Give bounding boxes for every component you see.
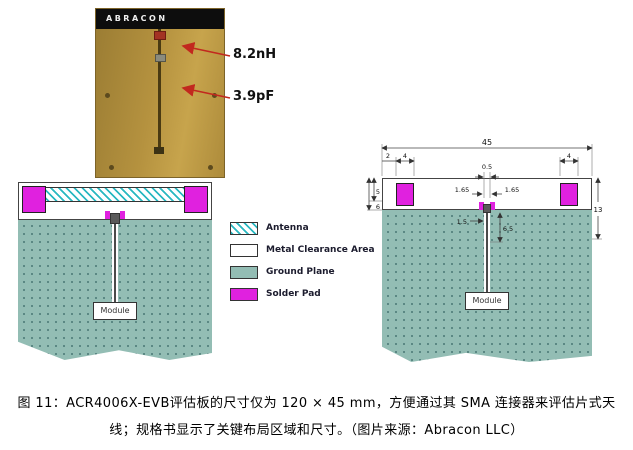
feed-connector [110,213,120,224]
caption-line-1: 图 11：ACR4006X-EVB评估板的尺寸仅为 120 × 45 mm，方便… [17,396,616,411]
feed-pad-left [105,211,110,219]
caption-line-2: 线；规格书显示了关键布局区域和尺寸。（图片来源：Abracon LLC） [109,423,524,438]
dim-overall-width: 45 [482,138,492,147]
legend-item-ground: Ground Plane [230,261,390,283]
clearance-swatch-icon [230,243,258,257]
mount-hole [105,93,110,98]
dim-left-height-b: 6 [376,203,380,211]
feed-pad-right [120,211,125,219]
pcb-header: ABRACON [96,9,224,29]
brand-label: ABRACON [106,14,168,23]
mount-hole [208,165,213,170]
antenna-trace [158,29,161,151]
solder-pad-left [396,183,414,206]
dim-edge-gap: 2 [386,152,390,160]
legend: Antenna Metal Clearance Area Ground Plan… [230,217,390,305]
feed-pad-right [490,202,495,210]
pcb-photo: ABRACON [95,8,225,178]
ground-swatch-icon [230,265,258,279]
dim-pad-width-right: 4 [567,152,571,160]
legend-item-clearance: Metal Clearance Area [230,239,390,261]
legend-item-antenna: Antenna [230,217,390,239]
solder-pad-right [184,186,208,213]
dim-pad-width-left: 4 [403,152,407,160]
feed-trace [486,213,488,294]
solder-swatch-icon [230,287,258,301]
left-board-diagram: Module [18,182,212,360]
mount-hole [109,165,114,170]
solder-pad-right [560,183,578,206]
legend-item-solder: Solder Pad [230,283,390,305]
legend-label: Antenna [266,223,309,233]
solder-pad-left [22,186,46,213]
legend-label: Ground Plane [266,267,335,277]
callout-capacitor-label: 3.9pF [233,89,275,104]
capacitor-component [155,54,166,62]
dim-right-height: 13 [594,206,603,214]
inductor-component [154,31,166,40]
dimensioned-board-diagram: Module [366,130,606,368]
dim-left-height-a: 5 [376,188,380,196]
module-box: Module [93,302,137,320]
antenna-swatch-icon [230,221,258,235]
feed-pad-left [479,202,484,210]
antenna-region [23,187,207,202]
module-box: Module [465,292,509,310]
mount-hole [212,93,217,98]
figure-caption: 图 11：ACR4006X-EVB评估板的尺寸仅为 120 × 45 mm，方便… [0,390,633,444]
legend-label: Solder Pad [266,289,321,299]
feed-pad [154,147,164,154]
callout-inductor-label: 8.2nH [233,47,277,62]
legend-label: Metal Clearance Area [266,245,375,255]
feed-trace [114,224,116,304]
feed-connector [483,204,491,213]
dim-feed-gap: 0.5 [482,163,492,171]
